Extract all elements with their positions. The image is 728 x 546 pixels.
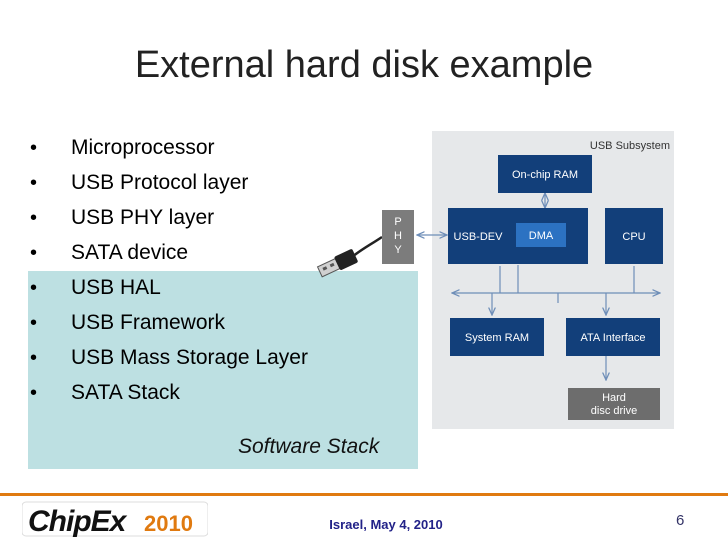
bullet-item: SATA Stack (30, 379, 308, 414)
bullet-item: Microprocessor (30, 134, 308, 169)
bullet-item: USB HAL (30, 274, 308, 309)
subsystem-label: USB Subsystem (590, 140, 670, 152)
system-ram-label: System RAM (465, 332, 529, 344)
bullet-list: Microprocessor USB Protocol layer USB PH… (30, 134, 308, 414)
onchip-ram-label: On-chip RAM (512, 169, 578, 181)
usb-plug-icon (316, 235, 383, 278)
footer-location-date-text: Israel, May 4, 2010 (329, 517, 443, 532)
footer-divider (0, 493, 728, 496)
slide-title: External hard disk example (134, 44, 594, 86)
bullet-item: USB Mass Storage Layer (30, 344, 308, 379)
hard-disc-label: Hard (602, 392, 626, 404)
logo-year: 2010 (144, 511, 193, 536)
chipex-logo: ChipEx 2010 (22, 501, 208, 538)
usb-dev-block: USB-DEV DMA (448, 208, 588, 264)
ata-interface-block: ATA Interface (566, 318, 660, 356)
bullet-item: USB Protocol layer (30, 169, 308, 204)
bullet-item: USB Framework (30, 309, 308, 344)
phy-block: P H Y (382, 210, 414, 264)
dma-label: DMA (529, 230, 554, 242)
connection-lines (417, 193, 660, 380)
hard-disc-block: Hard disc drive (568, 388, 660, 420)
system-ram-block: System RAM (450, 318, 544, 356)
usb-subsystem-diagram: USB Subsystem P H Y On-chip RAM (316, 131, 674, 429)
logo-text: ChipEx (28, 505, 128, 538)
hard-disc-label: disc drive (591, 405, 637, 417)
bullet-item: USB PHY layer (30, 204, 308, 239)
slide-number: 6 (676, 512, 685, 529)
ata-interface-label: ATA Interface (580, 332, 645, 344)
phy-letter: H (394, 230, 402, 242)
dma-block (516, 223, 566, 247)
usb-dev-label: USB-DEV (454, 231, 504, 243)
cpu-block: CPU (605, 208, 663, 264)
onchip-ram-block: On-chip RAM (498, 155, 592, 193)
phy-letter: Y (394, 244, 402, 256)
cpu-label: CPU (622, 231, 645, 243)
bullet-item: SATA device (30, 239, 308, 274)
software-stack-caption: Software Stack (238, 435, 380, 458)
footer-location-date: Israel, May 4, 2010 (0, 517, 728, 532)
phy-letter: P (394, 216, 401, 228)
